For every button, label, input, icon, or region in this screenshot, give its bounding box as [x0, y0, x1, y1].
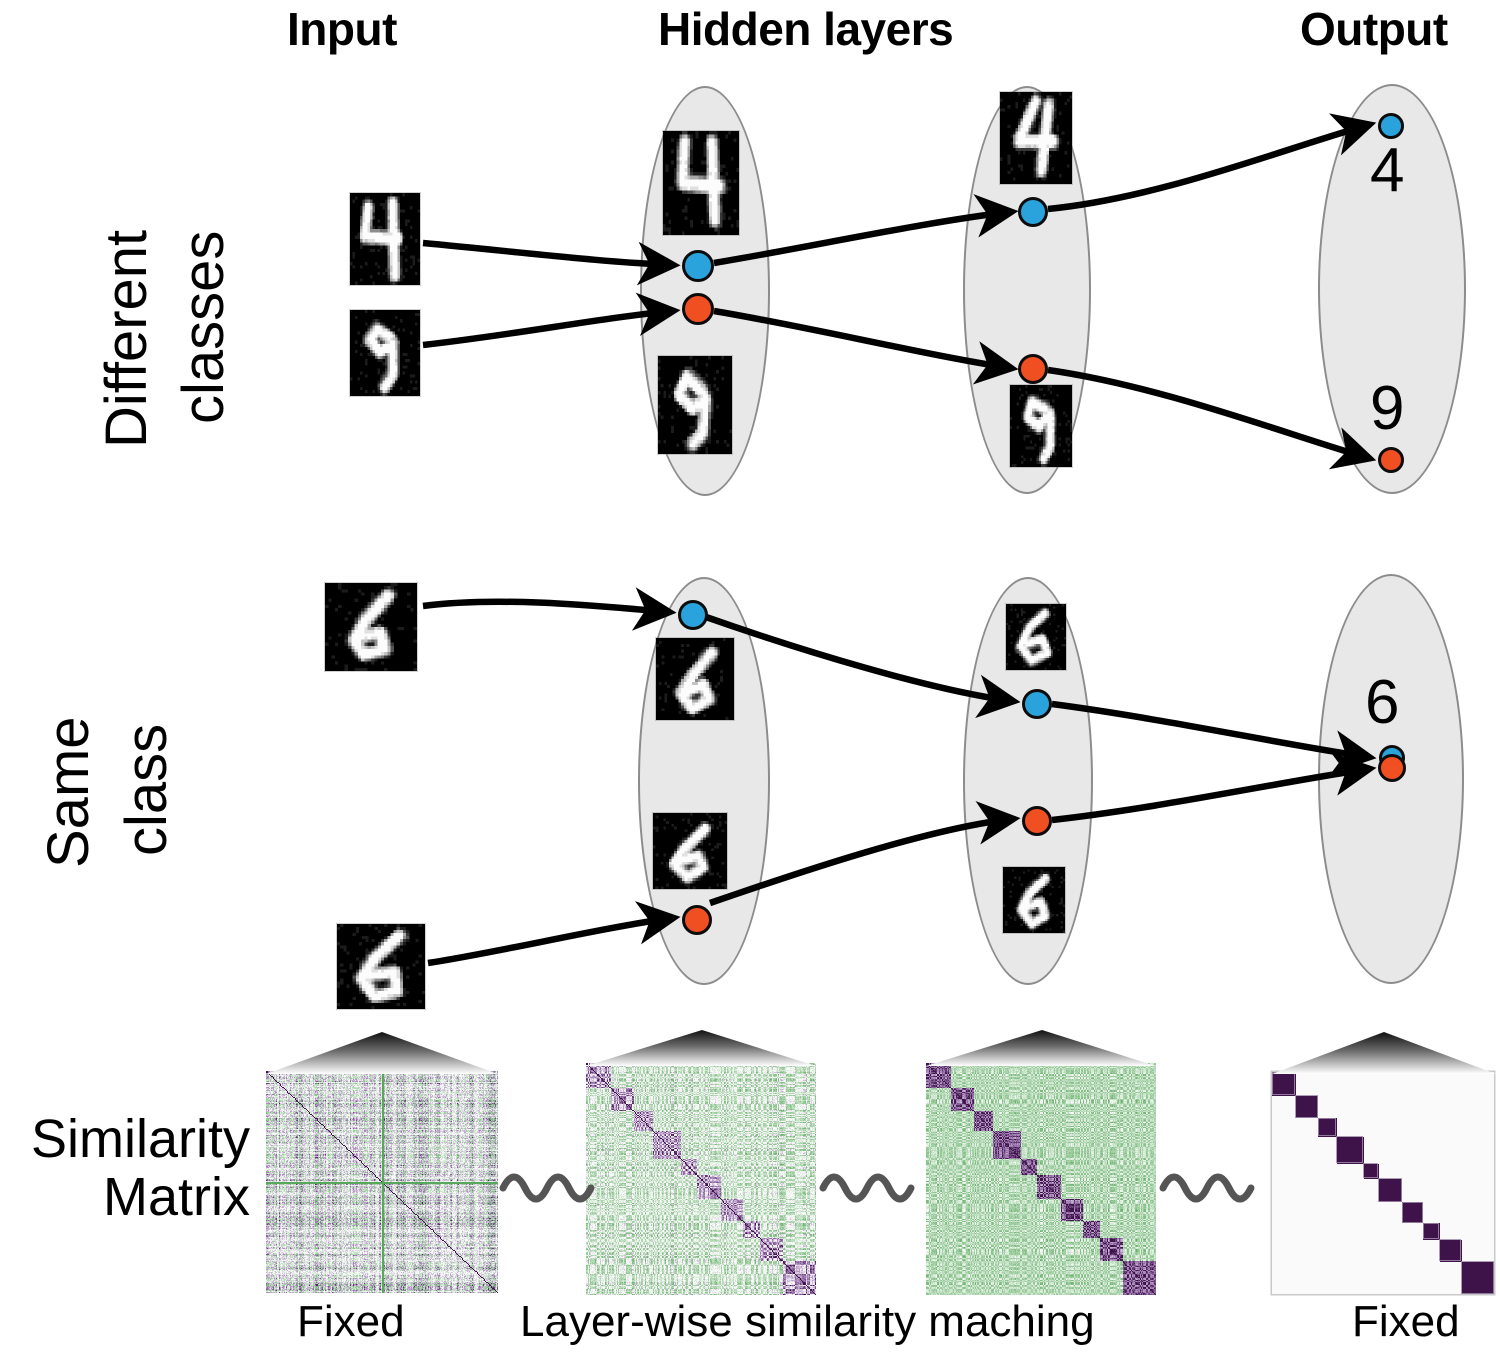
arrow-input9-to-hidden1-orange — [422, 292, 681, 349]
hidden2-unit-blue-row2 — [1022, 689, 1052, 719]
caption-layer-wise: Layer-wise similarity maching — [520, 1297, 1095, 1346]
output-unit-blue-row1 — [1378, 113, 1404, 139]
caption-fixed-left: Fixed — [297, 1297, 405, 1346]
hidden2-digit-9 — [1010, 385, 1072, 467]
similarity-matrix-label-line2: Matrix — [103, 1167, 250, 1228]
input-digit-9 — [350, 310, 420, 396]
input-digit-4 — [350, 193, 420, 285]
row-label-same-class-line1: Same — [36, 716, 101, 868]
similarity-matrix-hidden-2 — [926, 1063, 1156, 1295]
hidden1-unit-blue-row2 — [678, 600, 708, 630]
hidden1-digit-6-upper — [656, 638, 734, 720]
output-unit-orange-row1 — [1378, 447, 1404, 473]
row-label-same-class-line2: class — [114, 723, 179, 856]
arrow-hidden2-blue-to-output-blue — [1047, 113, 1377, 213]
similarity-matrix-label: Similarity Matrix — [0, 1110, 250, 1227]
squiggle-hidden1-to-hidden2 — [819, 1173, 915, 1203]
arrow-input6lower-to-hidden1-orange — [427, 901, 681, 967]
arrow-group-row1 — [422, 113, 1377, 470]
hidden1-unit-orange-row2 — [682, 905, 712, 935]
hidden2-unit-orange-row2 — [1022, 806, 1052, 836]
cone-hidden-2 — [926, 1030, 1156, 1066]
arrow-hidden2-orange-to-output-orange — [1047, 366, 1377, 470]
hidden1-digit-4 — [663, 131, 739, 235]
similarity-matrix-output — [1272, 1072, 1494, 1294]
output-unit-orange-row2 — [1378, 754, 1406, 782]
input-digit-6-lower — [337, 924, 425, 1009]
similarity-matrix-label-line1: Similarity — [30, 1109, 250, 1169]
cone-group — [266, 1030, 1496, 1074]
row-label-different-classes-line1: Different — [94, 229, 159, 448]
hidden2-digit-6-upper — [1006, 604, 1066, 670]
hidden1-unit-orange-row1 — [682, 293, 714, 325]
similarity-matrix-input — [266, 1071, 498, 1293]
input-digit-6-upper — [325, 583, 417, 671]
row-label-different-classes-line2: classes — [171, 230, 236, 424]
arrow-input4-to-hidden1-blue — [422, 239, 681, 286]
arrow-group-row2 — [422, 587, 1377, 967]
hidden1-digit-9 — [658, 356, 732, 454]
cone-hidden-1 — [586, 1030, 816, 1066]
hidden2-unit-orange-row1 — [1018, 354, 1048, 384]
arrow-input6upper-to-hidden1-blue — [422, 587, 677, 631]
hidden2-digit-4 — [1000, 92, 1072, 184]
hidden2-unit-blue-row1 — [1018, 197, 1048, 227]
column-header-input: Input — [287, 3, 397, 55]
caption-fixed-right: Fixed — [1352, 1297, 1460, 1346]
hidden2-digit-6-lower — [1003, 867, 1065, 933]
squiggle-hidden2-to-output — [1159, 1173, 1255, 1203]
output-class-label-4: 4 — [1370, 136, 1405, 205]
column-header-output: Output — [1300, 3, 1448, 55]
similarity-matrix-hidden-1 — [586, 1063, 816, 1295]
column-header-hidden-layers: Hidden layers — [658, 3, 954, 55]
hidden1-digit-6-lower — [653, 813, 727, 889]
output-class-label-6: 6 — [1365, 668, 1400, 737]
cone-output — [1272, 1032, 1496, 1074]
squiggle-input-to-hidden1 — [499, 1173, 595, 1203]
cone-input — [266, 1032, 498, 1074]
output-class-label-9: 9 — [1370, 374, 1405, 443]
hidden1-unit-blue-row1 — [682, 250, 714, 282]
